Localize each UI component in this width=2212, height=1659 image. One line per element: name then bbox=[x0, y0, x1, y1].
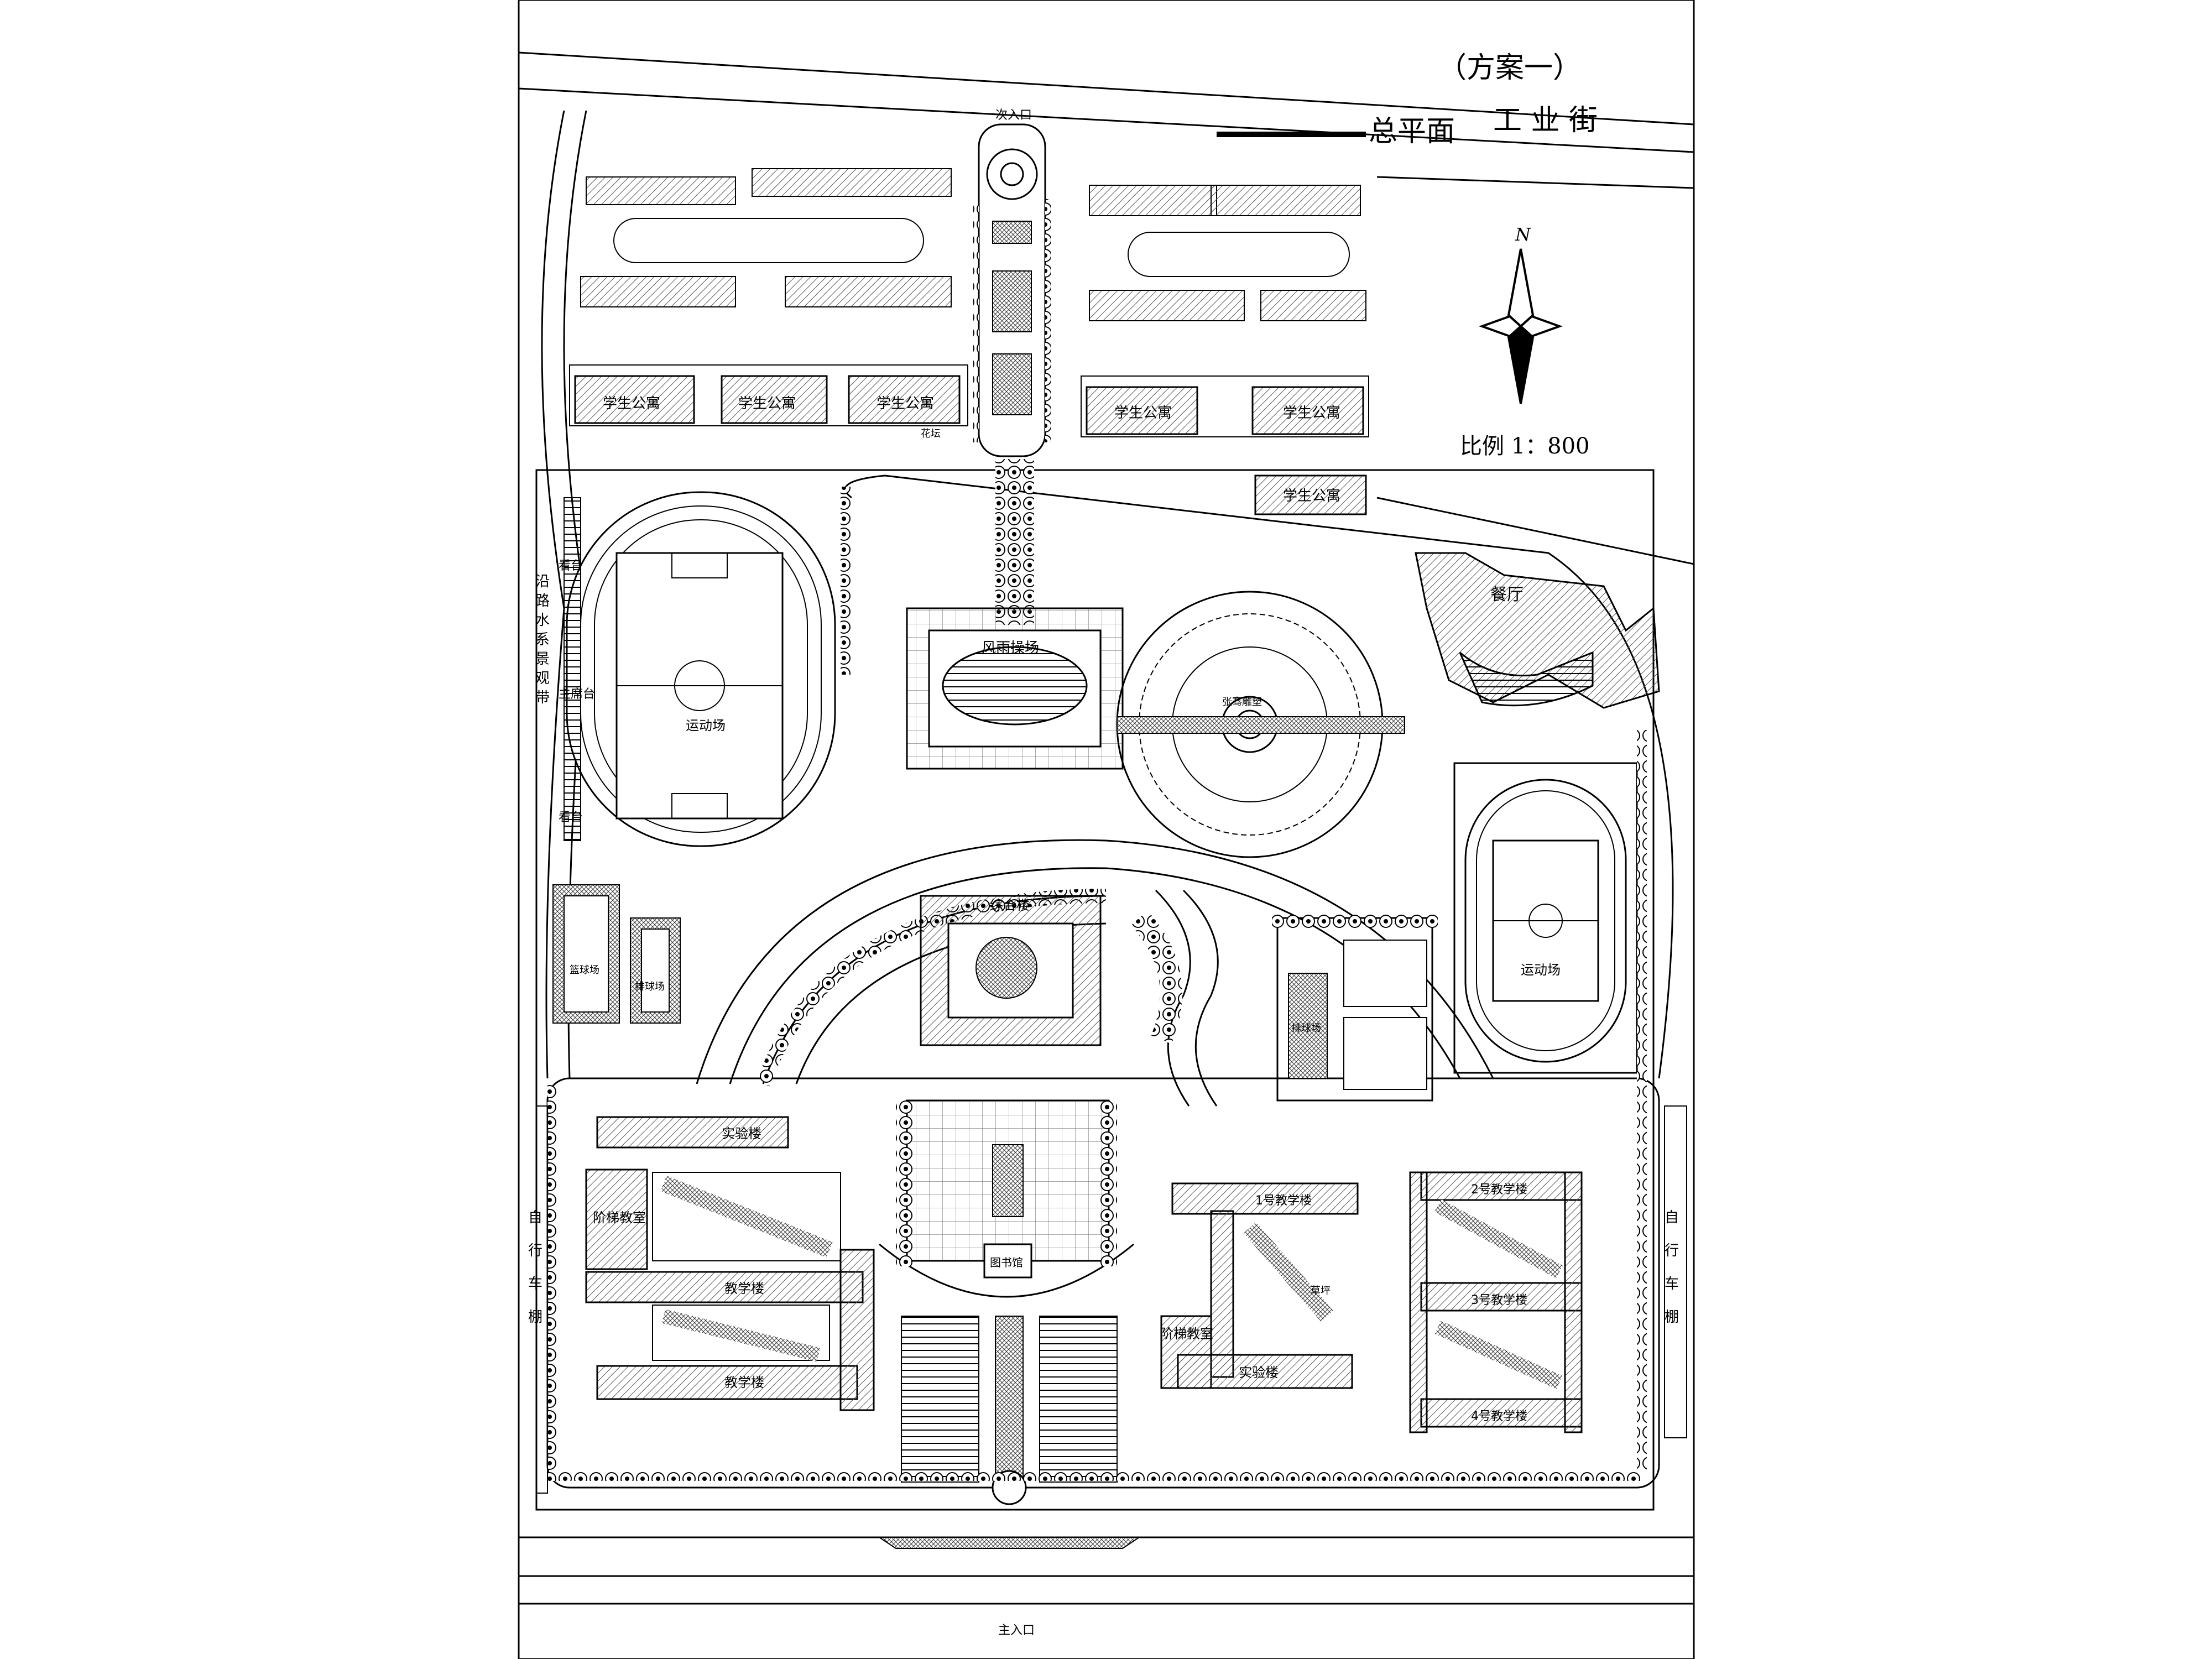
south-plaza bbox=[877, 1316, 1141, 1549]
scale-label: 比例 1：800 bbox=[1460, 434, 1590, 459]
canteen-building bbox=[1415, 552, 1660, 709]
svg-text:自: 自 bbox=[528, 1209, 542, 1226]
text-labels: （方案一） 总平面 工 业 街 N 比例 1：800 次入口 主入口 沿 路 水… bbox=[528, 51, 1679, 1637]
complex-building bbox=[920, 895, 1102, 1046]
svg-text:系: 系 bbox=[535, 632, 550, 648]
scheme-label: （方案一） bbox=[1438, 51, 1582, 85]
campus-boundary bbox=[535, 469, 1655, 1511]
building-2-label: 2号教学楼 bbox=[1471, 1183, 1527, 1197]
tree-rows bbox=[547, 487, 1647, 1481]
svg-text:车: 车 bbox=[1665, 1276, 1679, 1292]
winding-path bbox=[1155, 889, 1191, 1107]
dorm-label-3: 学生公寓 bbox=[877, 395, 934, 412]
garden-axis-walk bbox=[1117, 716, 1405, 734]
secondary-entrance-label: 次入口 bbox=[995, 108, 1032, 122]
wind-rain-square-label: 风雨操场 bbox=[982, 640, 1039, 656]
svg-text:带: 带 bbox=[535, 690, 550, 706]
teaching-2-label: 教学楼 bbox=[724, 1375, 764, 1390]
bike-shed-right-label: 自 行 车 棚 bbox=[1665, 1209, 1679, 1326]
building-3-label: 3号教学楼 bbox=[1471, 1293, 1527, 1307]
svg-text:观: 观 bbox=[535, 670, 550, 687]
svg-text:行: 行 bbox=[1665, 1243, 1679, 1259]
svg-text:沿: 沿 bbox=[535, 573, 550, 590]
statue-label: 张骞雕塑 bbox=[1222, 696, 1262, 708]
volleyball-label: 排球场 bbox=[635, 981, 665, 993]
field-left-label: 运动场 bbox=[686, 718, 726, 733]
left-courts bbox=[552, 884, 681, 1024]
stand-top-label: 看台 bbox=[559, 559, 583, 573]
left-academic-cluster bbox=[585, 1116, 875, 1411]
exterior-blocks bbox=[536, 1105, 1687, 1494]
lab-left-label: 实验楼 bbox=[722, 1126, 761, 1141]
wind-rain-square bbox=[906, 607, 1124, 770]
svg-text:路: 路 bbox=[535, 593, 550, 609]
east-courts bbox=[1272, 912, 1438, 1102]
north-label: N bbox=[1515, 224, 1531, 245]
building-1-label: 1号教学楼 bbox=[1255, 1194, 1312, 1208]
teaching-1-label: 教学楼 bbox=[724, 1281, 764, 1296]
right-academic-cluster bbox=[1160, 1171, 1583, 1433]
svg-text:棚: 棚 bbox=[1665, 1309, 1679, 1326]
north-tree-avenue bbox=[995, 459, 1034, 625]
lecture-left-label: 阶梯教室 bbox=[593, 1210, 646, 1225]
lawn-label: 草坪 bbox=[1311, 1285, 1331, 1297]
main-entrance-label: 主入口 bbox=[998, 1624, 1035, 1637]
bike-shed-left-label: 自 行 车 棚 bbox=[528, 1209, 542, 1326]
svg-text:车: 车 bbox=[528, 1276, 542, 1292]
svg-text:行: 行 bbox=[528, 1243, 542, 1259]
svg-text:自: 自 bbox=[1665, 1209, 1679, 1226]
stand-mid-label: 主席台 bbox=[559, 687, 595, 701]
east-sports-field bbox=[1453, 762, 1638, 1074]
north-arrow-icon bbox=[1479, 248, 1563, 404]
dorm-label-2: 学生公寓 bbox=[738, 395, 796, 412]
field-right-label: 运动场 bbox=[1521, 962, 1561, 978]
plan-title: 总平面 bbox=[1369, 115, 1455, 148]
canteen-label: 餐厅 bbox=[1490, 585, 1524, 604]
stand-bottom-label: 看台 bbox=[559, 811, 583, 825]
dorm-label-5: 学生公寓 bbox=[1283, 405, 1340, 421]
svg-text:棚: 棚 bbox=[528, 1309, 542, 1326]
library-label: 图书馆 bbox=[990, 1256, 1023, 1269]
volleyball-right-label: 排球场 bbox=[1291, 1022, 1321, 1034]
library-plaza bbox=[879, 1099, 1134, 1298]
waterfront-belt-label: 沿 路 水 系 景 观 带 bbox=[535, 573, 550, 706]
dorm-blocks bbox=[574, 375, 1367, 515]
basketball-label: 篮球场 bbox=[570, 964, 599, 976]
dorm-label-1: 学生公寓 bbox=[603, 395, 660, 412]
east-block bbox=[1376, 176, 1695, 565]
flower-bed-label: 花坛 bbox=[921, 428, 941, 440]
building-4-label: 4号教学楼 bbox=[1471, 1410, 1527, 1423]
street-name: 工 业 街 bbox=[1493, 104, 1598, 137]
svg-text:水: 水 bbox=[535, 612, 550, 629]
title-underline bbox=[1217, 132, 1366, 137]
lecture-right-label: 阶梯教室 bbox=[1160, 1326, 1213, 1342]
complex-label: 综合楼 bbox=[990, 898, 1030, 913]
residential-rows bbox=[580, 168, 1366, 321]
lab-right-label: 实验楼 bbox=[1239, 1365, 1279, 1380]
dorm-label-6: 学生公寓 bbox=[1283, 488, 1340, 504]
left-sports-field bbox=[564, 491, 836, 847]
svg-text:景: 景 bbox=[535, 651, 550, 667]
dorm-label-4: 学生公寓 bbox=[1114, 405, 1172, 421]
north-boulevard bbox=[973, 123, 1051, 457]
